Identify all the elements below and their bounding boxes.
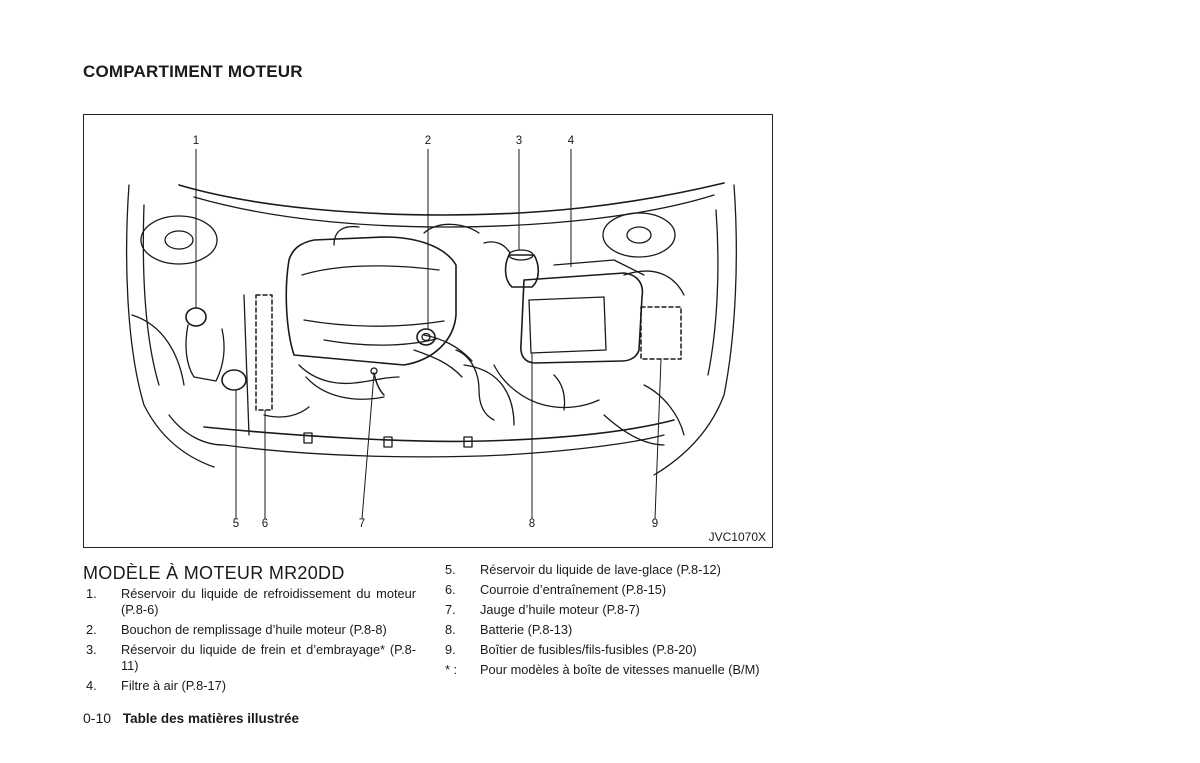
footnote-text: Pour modèles à boîte de vitesses manuell…	[480, 662, 760, 677]
item-number: 8.	[445, 622, 456, 637]
list-item: 8. Batterie (P.8-13)	[445, 622, 775, 638]
page-footer: 0-10 Table des matières illustrée	[83, 710, 299, 726]
item-number: 3.	[86, 642, 97, 657]
item-text: Jauge d’huile moteur (P.8-7)	[480, 602, 640, 617]
item-number: 2.	[86, 622, 97, 637]
item-text: Bouchon de remplissage d’huile moteur (P…	[121, 622, 387, 637]
item-text: Batterie (P.8-13)	[480, 622, 573, 637]
callout-label: 1	[192, 135, 200, 147]
item-number: 6.	[445, 582, 456, 597]
list-item: 1. Réservoir du liquide de refroidisseme…	[86, 586, 416, 618]
item-text: Boîtier de fusibles/fils-fusibles (P.8-2…	[480, 642, 697, 657]
callout-label: 3	[515, 135, 523, 147]
footer-title: Table des matières illustrée	[122, 711, 300, 726]
item-number: 9.	[445, 642, 456, 657]
figure-code: JVC1070X	[708, 530, 766, 544]
footnote-item: * : Pour modèles à boîte de vitesses man…	[445, 662, 775, 678]
page-number: 0-10	[83, 710, 112, 726]
callout-label: 9	[651, 518, 659, 530]
list-item: 7. Jauge d’huile moteur (P.8-7)	[445, 602, 775, 618]
item-text: Filtre à air (P.8-17)	[121, 678, 227, 693]
callout-label: 7	[358, 518, 366, 530]
engine-compartment-figure: 1 2 3 4 5 6 7 8 9 JVC1070X	[83, 114, 773, 548]
footnote-marker: * :	[445, 662, 458, 677]
list-item: 4. Filtre à air (P.8-17)	[86, 678, 416, 694]
item-number: 4.	[86, 678, 97, 693]
callout-label: 6	[261, 518, 269, 530]
item-number: 1.	[86, 586, 97, 601]
item-text: Réservoir du liquide de frein et d’embra…	[121, 642, 416, 673]
engine-illustration	[126, 149, 737, 520]
callout-label: 4	[567, 135, 575, 147]
list-item: 5. Réservoir du liquide de lave-glace (P…	[445, 562, 775, 578]
item-number: 5.	[445, 562, 456, 577]
callout-label: 5	[232, 518, 240, 530]
callout-label: 8	[528, 518, 536, 530]
model-title: MODÈLE À MOTEUR MR20DD	[83, 563, 345, 583]
section-title: COMPARTIMENT MOTEUR	[83, 62, 303, 81]
list-item: 2. Bouchon de remplissage d’huile moteur…	[86, 622, 416, 638]
callout-label: 2	[424, 135, 432, 147]
list-item: 9. Boîtier de fusibles/fils-fusibles (P.…	[445, 642, 775, 658]
item-number: 7.	[445, 602, 456, 617]
item-text: Réservoir du liquide de lave-glace (P.8-…	[480, 562, 721, 577]
list-item: 3. Réservoir du liquide de frein et d’em…	[86, 642, 416, 674]
list-item: 6. Courroie d’entraînement (P.8-15)	[445, 582, 775, 598]
item-text: Réservoir du liquide de refroidissement …	[121, 586, 416, 617]
component-list-left: 1. Réservoir du liquide de refroidisseme…	[86, 586, 416, 698]
component-list-right: 5. Réservoir du liquide de lave-glace (P…	[445, 562, 775, 682]
item-text: Courroie d’entraînement (P.8-15)	[480, 582, 667, 597]
